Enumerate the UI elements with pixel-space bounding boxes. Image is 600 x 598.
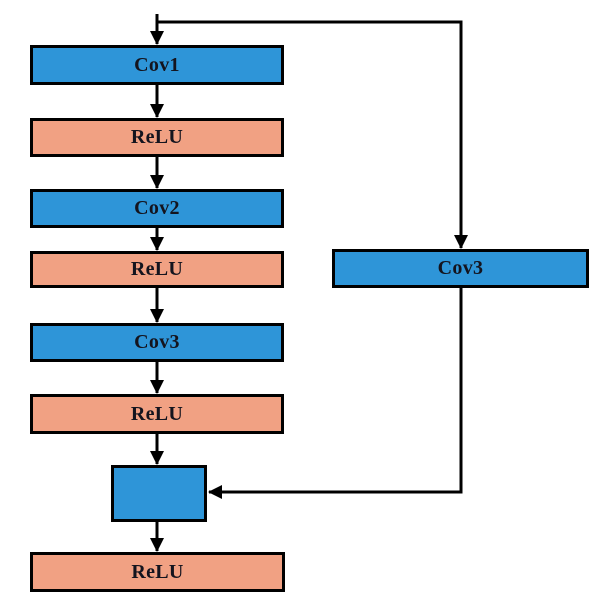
node-cov3: Cov3 xyxy=(30,323,284,362)
node-cov2: Cov2 xyxy=(30,189,284,228)
node-relu4: ReLU xyxy=(30,552,285,592)
node-cov3-label: Cov3 xyxy=(134,331,180,353)
node-cov3-skip-label: Cov3 xyxy=(437,257,484,279)
node-relu2-label: ReLU xyxy=(130,258,184,280)
connector-skip-branch xyxy=(157,20,468,249)
node-cov2-label: Cov2 xyxy=(134,197,180,219)
node-relu3-label: ReLU xyxy=(130,402,184,425)
node-merge-box xyxy=(111,465,207,522)
connector-cov3skip-to-sum xyxy=(208,288,463,499)
node-relu3: ReLU xyxy=(30,394,284,434)
node-relu1: ReLU xyxy=(30,118,284,157)
node-relu2: ReLU xyxy=(30,251,284,288)
node-cov1-label: Cov1 xyxy=(134,53,180,76)
node-cov3-skip: Cov3 xyxy=(332,249,589,288)
node-relu1-label: ReLU xyxy=(130,126,184,148)
node-cov1: Cov1 xyxy=(30,45,284,85)
node-relu4-label: ReLU xyxy=(131,560,184,583)
